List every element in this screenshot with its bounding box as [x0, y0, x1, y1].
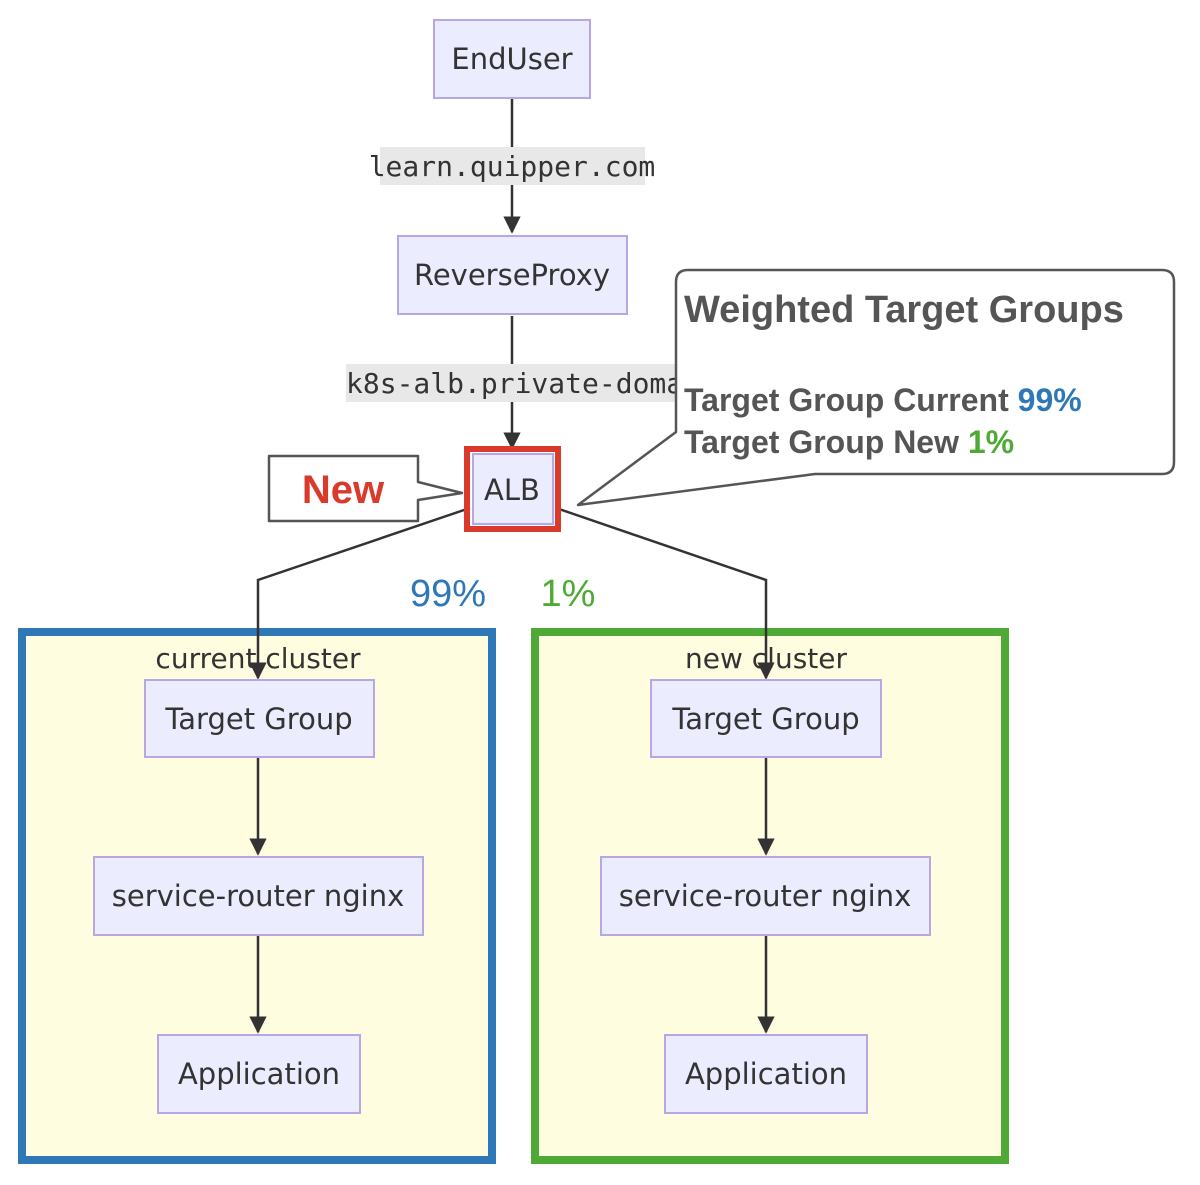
weights-callout-current-value: 99% — [1018, 382, 1082, 418]
new-callout-label: New — [302, 468, 385, 512]
edges — [249, 98, 775, 1034]
weights-callout-current: Target Group Current 99% — [684, 382, 1082, 418]
new-callout-box — [267, 454, 464, 523]
weights-callout-title: Weighted Target Groups — [684, 289, 1124, 331]
weights-callout-new-value: 1% — [968, 424, 1014, 460]
new-target-group-node — [650, 679, 882, 758]
current-application-label: Application — [178, 1057, 340, 1091]
edge-label-bg-learn — [380, 147, 645, 185]
edge-label-learn: learn.quipper.com — [369, 150, 656, 183]
current-application-node — [157, 1034, 361, 1114]
node-reverseproxy-label: ReverseProxy — [414, 258, 610, 292]
weights-callout-new-prefix: Target Group New — [684, 424, 959, 460]
new-router-label: service-router nginx — [619, 879, 912, 913]
alb-highlight-frame — [464, 446, 561, 532]
node-reverseproxy — [397, 235, 628, 315]
new-target-group-label: Target Group — [671, 702, 859, 736]
new-router-node — [600, 856, 931, 936]
edge-label-bg-k8s — [346, 364, 676, 402]
current-target-group-label: Target Group — [164, 702, 352, 736]
new-application-node — [664, 1034, 868, 1114]
weight-current-label: 99% — [410, 573, 486, 615]
new-application-label: Application — [685, 1057, 847, 1091]
edge-alb-current-target — [249, 506, 471, 680]
weights-callout-new: Target Group New 1% — [684, 424, 1014, 460]
current-router-label: service-router nginx — [112, 879, 405, 913]
edge-alb-new-target — [555, 506, 775, 680]
weights-callout-box — [576, 268, 1176, 507]
weight-new-label: 1% — [541, 573, 596, 615]
node-alb — [472, 453, 554, 525]
weights-callout-current-prefix: Target Group Current — [684, 382, 1009, 418]
node-alb-label: ALB — [484, 473, 540, 507]
node-enduser — [433, 19, 591, 99]
current-router-node — [93, 856, 424, 936]
edge-label-k8s: k8s-alb.private-domain — [346, 367, 717, 400]
current-target-group-node — [144, 679, 375, 758]
node-enduser-label: EndUser — [451, 42, 572, 76]
